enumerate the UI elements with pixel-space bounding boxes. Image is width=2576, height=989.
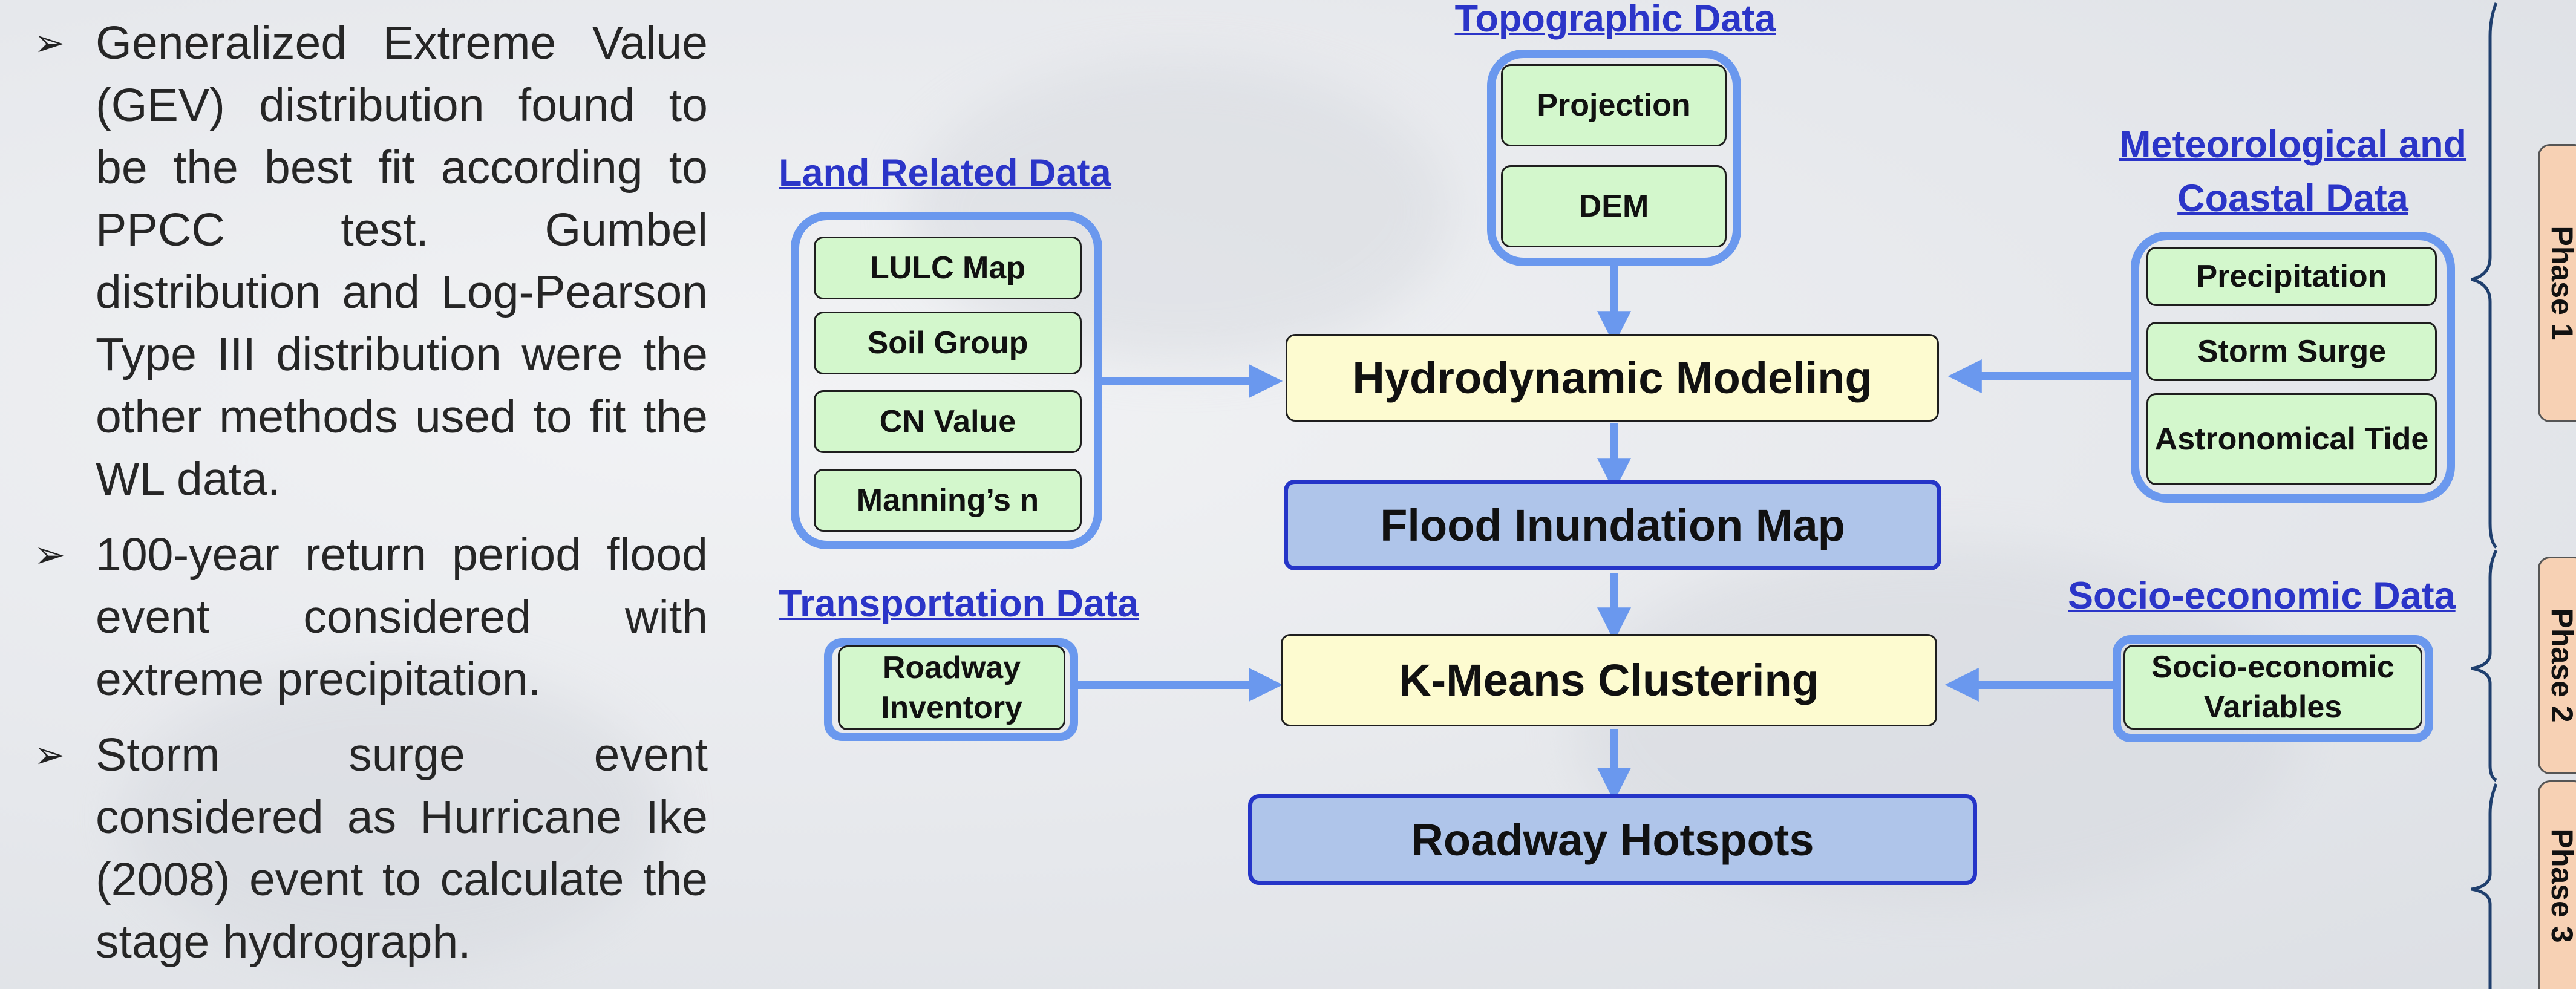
arrow-bullet-icon: ➢ — [34, 534, 65, 576]
phase-1-label: Phase 1 — [2538, 144, 2576, 422]
bullet-text: 100-year return period flood event consi… — [96, 529, 708, 705]
meteorological-coastal-title-line2: Coastal Data — [2177, 177, 2408, 220]
arrow-bullet-icon: ➢ — [34, 734, 65, 776]
k-means-clustering-box: K-Means Clustering — [1281, 634, 1937, 726]
phase-3-label: Phase 3 — [2538, 780, 2576, 989]
topographic-data-title: Topographic Data — [1454, 0, 1776, 40]
brace-phase-2 — [2471, 549, 2498, 782]
soil-group-box: Soil Group — [814, 312, 1082, 374]
lulc-map-box: LULC Map — [814, 237, 1082, 299]
roadway-hotspots-box: Roadway Hotspots — [1248, 794, 1977, 885]
mannings-n-box: Manning’s n — [814, 469, 1082, 532]
phase-2-label: Phase 2 — [2538, 557, 2576, 774]
bullet-item: ➢ 100-year return period flood event cons… — [30, 524, 708, 711]
arrow-bullet-icon: ➢ — [34, 22, 65, 64]
projection-box: Projection — [1501, 64, 1727, 146]
hydrodynamic-modeling-box: Hydrodynamic Modeling — [1286, 334, 1939, 422]
bullet-item: ➢ Storm surge event considered as Hurrica… — [30, 724, 708, 973]
land-related-data-title: Land Related Data — [779, 152, 1111, 194]
land-related-data-group — [791, 212, 1102, 549]
bullet-list: ➢ Generalized Extreme Value (GEV) distrib… — [30, 12, 708, 987]
bullet-text: Storm surge event considered as Hurrican… — [96, 729, 708, 968]
bullet-item: ➢ Generalized Extreme Value (GEV) distrib… — [30, 12, 708, 511]
meteorological-coastal-group — [2131, 232, 2455, 503]
precipitation-box: Precipitation — [2146, 247, 2437, 306]
transportation-data-title: Transportation Data — [779, 583, 1139, 625]
socio-economic-data-group — [2113, 635, 2433, 742]
brace-phase-3 — [2471, 783, 2498, 989]
topographic-data-group — [1487, 50, 1741, 266]
flood-inundation-map-box: Flood Inundation Map — [1284, 480, 1941, 570]
astronomical-tide-box: Astronomical Tide — [2146, 393, 2437, 485]
socio-economic-data-title: Socio-economic Data — [2068, 575, 2456, 617]
socio-economic-variables-box: Socio-economic Variables — [2123, 645, 2422, 730]
storm-surge-box: Storm Surge — [2146, 322, 2437, 381]
meteorological-coastal-title-line1: Meteorological and — [2119, 123, 2467, 166]
bullet-text: Generalized Extreme Value (GEV) distribu… — [96, 17, 708, 505]
dem-box: DEM — [1501, 165, 1727, 247]
roadway-inventory-box: Roadway Inventory — [838, 645, 1065, 730]
cn-value-box: CN Value — [814, 390, 1082, 453]
brace-phase-1 — [2471, 2, 2498, 549]
transportation-data-group — [824, 638, 1078, 741]
